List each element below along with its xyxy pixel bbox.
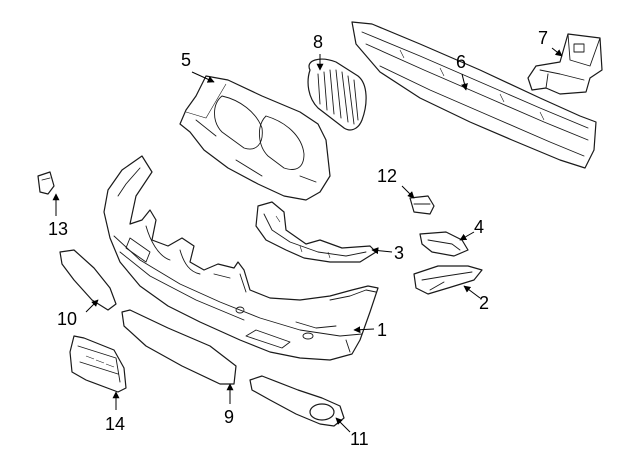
callout-10: 10 [57, 309, 77, 329]
callout-7: 7 [538, 28, 548, 48]
callout-11: 11 [350, 429, 369, 449]
callout-2: 2 [479, 293, 489, 313]
bracket-2 [413, 265, 483, 295]
lower-grille-9 [121, 309, 237, 385]
bracket-4 [419, 231, 469, 257]
callout-14: 14 [105, 414, 125, 434]
callout-3: 3 [394, 243, 404, 263]
callout-4: 4 [474, 217, 484, 237]
bumper-support-3 [255, 201, 377, 263]
clip-13 [37, 171, 55, 195]
grille-carrier [179, 75, 331, 201]
side-grille-10 [59, 249, 117, 311]
leader-lines [52, 47, 563, 433]
kidney-grille [307, 58, 367, 131]
fog-grille-11 [249, 375, 345, 427]
callout-9: 9 [224, 407, 234, 427]
callout-12: 12 [377, 166, 397, 186]
callout-6: 6 [456, 52, 466, 72]
cover-12 [409, 195, 435, 215]
callout-labels: 1 2 3 4 5 6 7 8 9 10 11 12 13 14 [48, 28, 548, 449]
callout-1: 1 [377, 320, 387, 340]
callout-8: 8 [313, 32, 323, 52]
callout-13: 13 [48, 219, 68, 239]
reinforcement-bar [351, 21, 597, 169]
license-plate-bracket-14 [69, 335, 127, 393]
callout-5: 5 [181, 50, 191, 70]
mounting-bracket [527, 33, 603, 95]
bumper-cover [103, 155, 379, 361]
